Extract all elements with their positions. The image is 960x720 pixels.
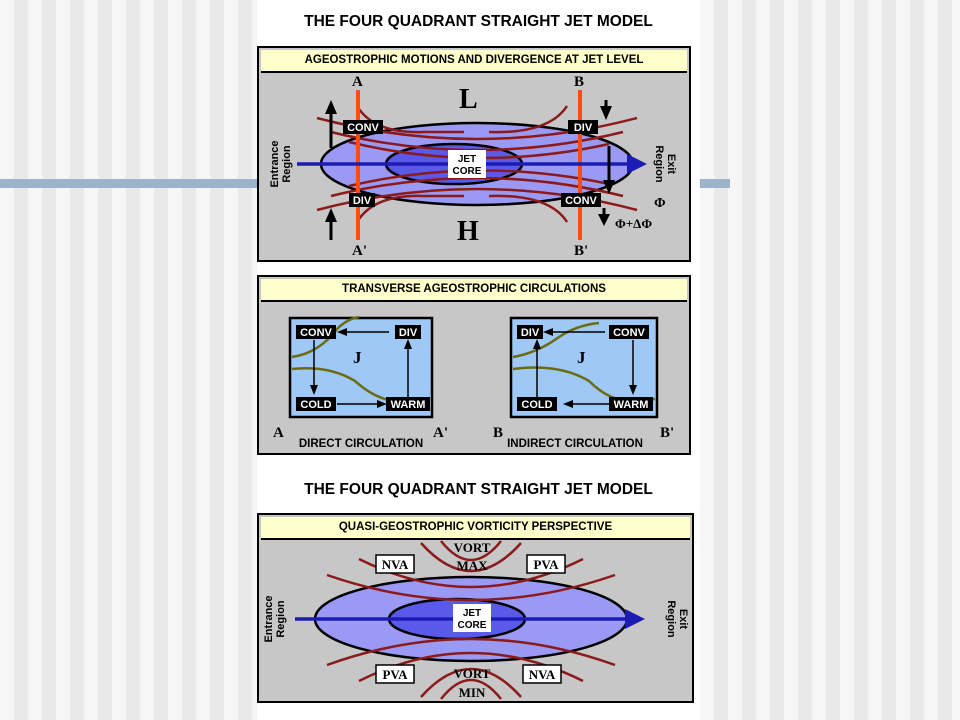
panel2-diagram: CONV DIV COLD WARM J A A' DIRECT CIRCULA… xyxy=(273,315,674,450)
left-div-box xyxy=(395,325,421,339)
div-top-right-text: DIV xyxy=(574,122,593,134)
left-jet-label: J xyxy=(353,348,362,367)
jet-arrow-head-2 xyxy=(625,609,645,629)
exit-text-4: Region xyxy=(665,600,677,638)
jet-core-text-2: CORE xyxy=(453,166,482,177)
contour-lower-3 xyxy=(355,194,464,223)
jet-core-text-1: JET xyxy=(458,154,476,165)
pva-bottom-text: PVA xyxy=(382,667,408,682)
vort-min-text-1: VORT xyxy=(454,666,491,681)
exit-text-1: Exit xyxy=(665,154,677,175)
div-box-top-right xyxy=(568,120,598,134)
pva-bottom-box xyxy=(375,664,415,684)
right-div-text: DIV xyxy=(521,327,540,339)
conv-bottom-right-text: CONV xyxy=(565,195,597,207)
main-title-top: THE FOUR QUADRANT STRAIGHT JET MODEL xyxy=(304,13,653,30)
right-div-box xyxy=(517,325,543,339)
front-left-upper xyxy=(291,315,360,359)
left-conv-box xyxy=(296,325,336,339)
vort-max-text-2: MAX xyxy=(456,558,488,573)
right-warm-box xyxy=(609,397,653,411)
jet-core-text-4: CORE xyxy=(458,620,487,631)
conv-top-left-text: CONV xyxy=(347,122,379,134)
panel1-title: AGEOSTROPHIC MOTIONS AND DIVERGENCE AT J… xyxy=(261,50,687,73)
conv-box-bottom-right xyxy=(561,193,601,207)
exit-text-3: Exit xyxy=(677,609,689,630)
entrance-text-4: Region xyxy=(275,600,287,638)
jet-arrow-head xyxy=(627,154,647,174)
vort-contour-lower-4 xyxy=(440,678,502,700)
panel2-title: TRANSVERSE AGEOSTROPHIC CIRCULATIONS xyxy=(261,279,687,302)
conv-box-top-left xyxy=(343,120,383,134)
vort-contour-lower-3 xyxy=(420,667,522,698)
main-title-bottom: THE FOUR QUADRANT STRAIGHT JET MODEL xyxy=(304,481,653,498)
front-right-upper xyxy=(512,321,600,359)
phi-label: Φ xyxy=(654,196,666,211)
jet-model-figure: THE FOUR QUADRANT STRAIGHT JET MODEL AGE… xyxy=(257,0,700,720)
contour-upper-3 xyxy=(355,105,464,134)
left-warm-text: WARM xyxy=(391,399,426,411)
panel3-diagram: JET CORE NVA PVA PVA NVA VORT MAX VORT M… xyxy=(263,540,689,700)
right-warm-text: WARM xyxy=(614,399,649,411)
right-label-B: B xyxy=(493,425,503,441)
div-box-bottom-left xyxy=(349,193,375,207)
right-label-B-prime: B' xyxy=(660,425,674,441)
nva-top-box xyxy=(375,554,415,574)
label-A: A xyxy=(352,74,363,90)
phi-delta-label: Φ+ΔΦ xyxy=(615,216,652,231)
jet-core-label-box xyxy=(448,150,486,178)
vort-contour-upper-3 xyxy=(420,542,522,573)
panel1-diagram: A A' B B' L H CONV DIV DIV CONV JET CORE… xyxy=(269,74,677,259)
label-A-prime: A' xyxy=(352,243,367,259)
div-bottom-left-text: DIV xyxy=(353,195,372,207)
right-conv-text: CONV xyxy=(613,327,645,339)
right-jet-label: J xyxy=(577,348,586,367)
high-pressure-label: H xyxy=(457,216,479,247)
entrance-text-2: Region xyxy=(281,145,293,183)
left-label-A-prime: A' xyxy=(433,425,448,441)
vort-contour-lower-1 xyxy=(326,637,616,667)
panel-vorticity: QUASI-GEOSTROPHIC VORTICITY PERSPECTIVE … xyxy=(257,513,694,703)
pva-top-text: PVA xyxy=(533,557,559,572)
nva-bottom-text: NVA xyxy=(529,667,556,682)
entrance-text-1: Entrance xyxy=(269,140,281,187)
nva-top-text: NVA xyxy=(382,557,409,572)
right-conv-box xyxy=(609,325,649,339)
left-warm-box xyxy=(386,397,430,411)
contour-lower-4 xyxy=(488,194,569,223)
left-conv-text: CONV xyxy=(300,327,332,339)
panel3-title: QUASI-GEOSTROPHIC VORTICITY PERSPECTIVE xyxy=(261,517,690,540)
low-pressure-label: L xyxy=(459,84,478,115)
right-cold-box xyxy=(517,397,557,411)
entrance-text-3: Entrance xyxy=(263,595,275,642)
vort-max-text-1: VORT xyxy=(454,540,491,555)
right-cold-text: COLD xyxy=(521,399,552,411)
left-cold-text: COLD xyxy=(300,399,331,411)
jet-core-text-3: JET xyxy=(463,608,481,619)
vort-contour-upper-4 xyxy=(440,540,502,562)
left-cold-box xyxy=(296,397,336,411)
left-div-text: DIV xyxy=(399,327,418,339)
pva-top-box xyxy=(526,554,566,574)
label-B: B xyxy=(574,74,584,90)
direct-circulation-caption: DIRECT CIRCULATION xyxy=(299,438,423,450)
vort-contour-upper-1 xyxy=(326,573,616,602)
panel-ageostrophic: AGEOSTROPHIC MOTIONS AND DIVERGENCE AT J… xyxy=(257,46,691,262)
indirect-circulation-caption: INDIRECT CIRCULATION xyxy=(507,438,643,450)
nva-bottom-box xyxy=(522,664,562,684)
left-label-A: A xyxy=(273,425,284,441)
vort-min-text-2: MIN xyxy=(459,685,486,700)
panel-transverse: TRANSVERSE AGEOSTROPHIC CIRCULATIONS CON… xyxy=(257,275,691,455)
label-B-prime: B' xyxy=(574,243,588,259)
contour-upper-4 xyxy=(488,105,569,134)
exit-text-2: Region xyxy=(653,145,665,183)
jet-core-label-box-2 xyxy=(453,604,491,632)
